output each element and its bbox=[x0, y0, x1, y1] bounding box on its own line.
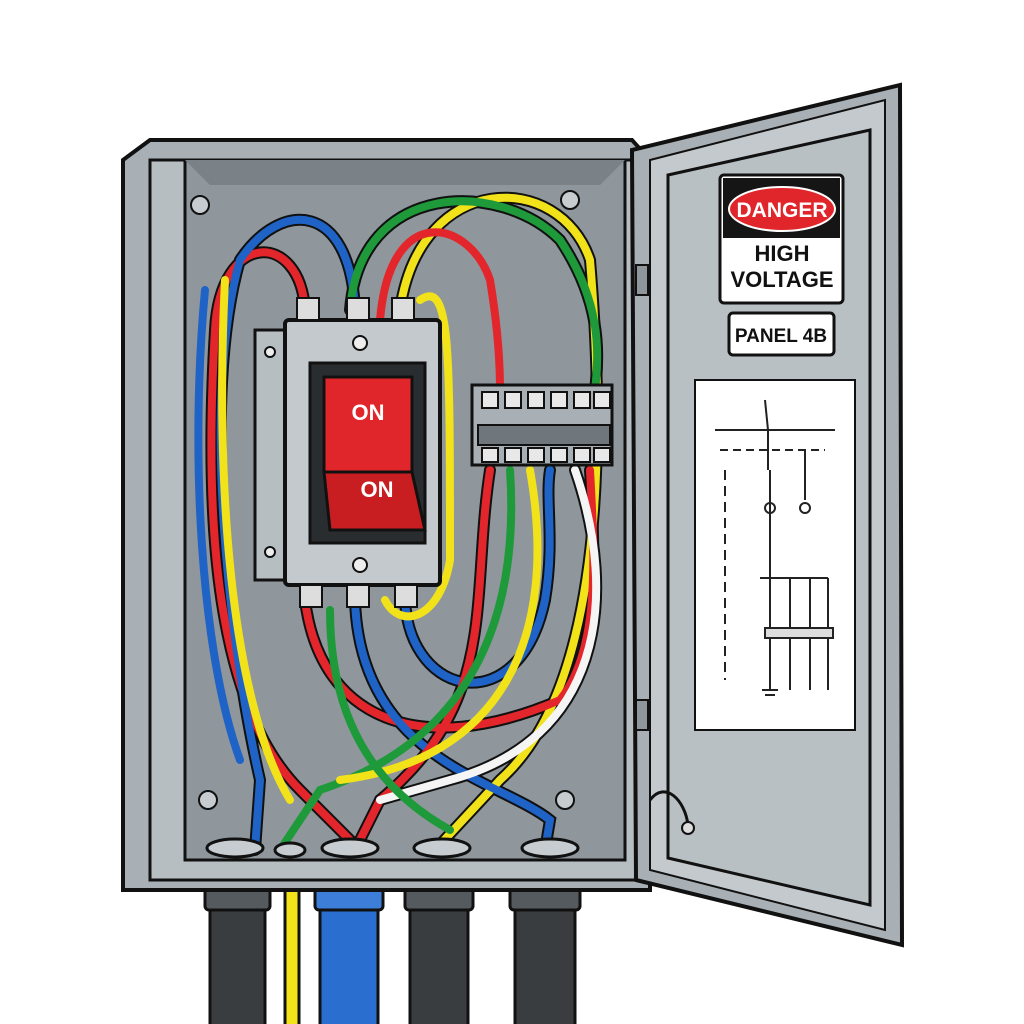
danger-sign: DANGER HIGH VOLTAGE bbox=[718, 173, 845, 305]
door[interactable]: DANGER HIGH VOLTAGE PANEL 4B bbox=[629, 82, 905, 948]
conduit-middle bbox=[408, 888, 470, 1024]
terminal-block bbox=[470, 383, 614, 467]
screw-icons bbox=[190, 190, 580, 810]
wiring-schematic bbox=[694, 379, 856, 731]
conduit-blue bbox=[318, 888, 380, 1024]
panel-label: PANEL 4B bbox=[735, 326, 827, 347]
switch-top-label: ON bbox=[352, 400, 385, 425]
conduits bbox=[203, 883, 582, 1024]
conduit-left bbox=[208, 888, 267, 1024]
toggle-switch[interactable]: ON ON bbox=[322, 375, 427, 532]
cable-grommets bbox=[205, 837, 580, 859]
switch-bottom-label: ON bbox=[361, 477, 394, 502]
door-latch-icon[interactable] bbox=[648, 790, 690, 826]
warning-line1: HIGH bbox=[755, 241, 810, 266]
wires bbox=[194, 191, 604, 856]
danger-label: DANGER bbox=[736, 199, 827, 222]
panel-id-plate: PANEL 4B bbox=[727, 311, 836, 357]
warning-line2: VOLTAGE bbox=[730, 267, 833, 292]
conduit-right bbox=[513, 888, 577, 1024]
door-hinge-icons bbox=[635, 264, 649, 731]
breaker: ON ON bbox=[253, 297, 442, 608]
